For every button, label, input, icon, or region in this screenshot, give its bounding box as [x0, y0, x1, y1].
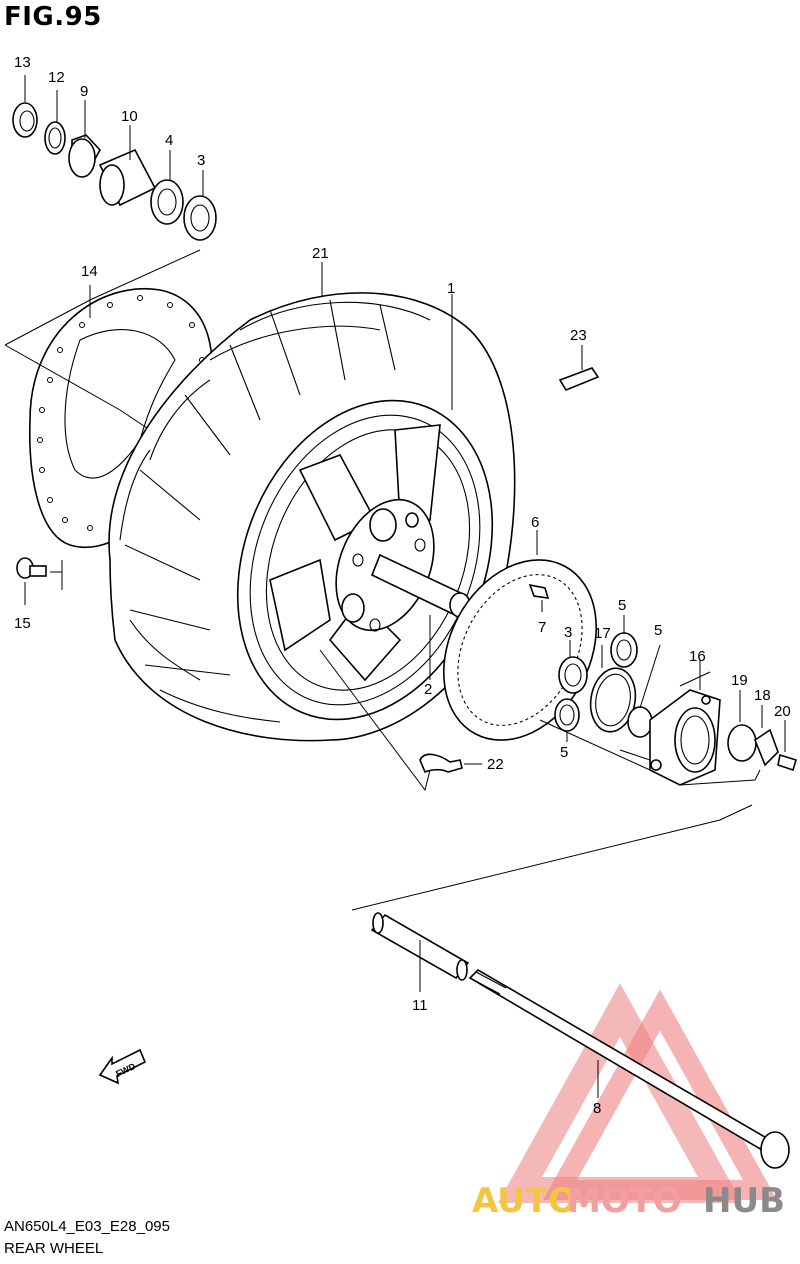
callout-22: 22: [487, 756, 504, 773]
callout-17: 17: [594, 625, 611, 642]
callout-15: 15: [14, 615, 31, 632]
o-ring-17: [589, 667, 637, 733]
callout-20: 20: [774, 703, 791, 720]
callout-4: 4: [165, 132, 173, 149]
callout-11: 11: [412, 997, 428, 1014]
left-bearing-stack: [12, 75, 217, 241]
bolt-15: [16, 557, 63, 605]
bearing-3-right: [558, 656, 588, 694]
bracket-18: [754, 728, 779, 767]
watermark-text-hub: HUB: [703, 1181, 785, 1221]
callout-8: 8: [593, 1100, 601, 1117]
nut-13: [12, 102, 38, 138]
drive-flange-16: [619, 660, 761, 786]
watermark-logo: AUTO MOTO HUB: [472, 983, 785, 1221]
callout-1: 1: [447, 280, 455, 297]
callout-18: 18: [754, 687, 771, 704]
sensor-group: [727, 690, 797, 772]
callout-3-right: 3: [564, 624, 572, 641]
dust-seal-5-right: [627, 706, 653, 738]
callout-14: 14: [81, 263, 98, 280]
bearing-4: [150, 179, 184, 225]
callout-5-lower: 5: [560, 744, 568, 761]
rear-wheel-assembly: [108, 262, 516, 742]
callout-5-right: 5: [654, 622, 662, 639]
callout-12: 12: [48, 69, 65, 86]
callout-23: 23: [570, 327, 587, 344]
callout-6: 6: [531, 514, 539, 531]
callout-16: 16: [689, 648, 706, 665]
figure-title: FIG.95: [4, 2, 102, 32]
dust-seal-5-lower: [554, 698, 580, 732]
callout-7: 7: [538, 619, 546, 636]
callout-13: 13: [14, 54, 31, 71]
callout-10: 10: [121, 108, 138, 125]
fwd-direction-arrow: FWD: [98, 1048, 147, 1085]
balance-weight-23: [558, 345, 600, 391]
callout-2: 2: [424, 681, 432, 698]
axle-group: [351, 804, 790, 1169]
callout-3-left: 3: [197, 152, 205, 169]
watermark-text-auto: AUTO: [472, 1181, 577, 1221]
sensor-19: [727, 724, 757, 762]
bearing-3-left: [183, 195, 217, 241]
callout-19: 19: [731, 672, 748, 689]
callout-21: 21: [312, 245, 329, 262]
watermark-text-moto: MOTO: [567, 1181, 682, 1221]
valve-22: [319, 649, 482, 792]
right-side-parts: [539, 615, 661, 771]
washer-12: [44, 121, 66, 155]
screw-20: [777, 753, 797, 772]
diagram-code: AN650L4_E03_E28_095: [4, 1218, 170, 1235]
dust-seal-5-upper: [610, 632, 638, 668]
diagram-caption: REAR WHEEL: [4, 1240, 104, 1257]
callout-5-upper: 5: [618, 597, 626, 614]
callout-labels: 13 12 9 10 4 3 14 21 1 23 15 6 7 2 5 3 1…: [14, 54, 791, 1117]
callout-9: 9: [80, 83, 88, 100]
